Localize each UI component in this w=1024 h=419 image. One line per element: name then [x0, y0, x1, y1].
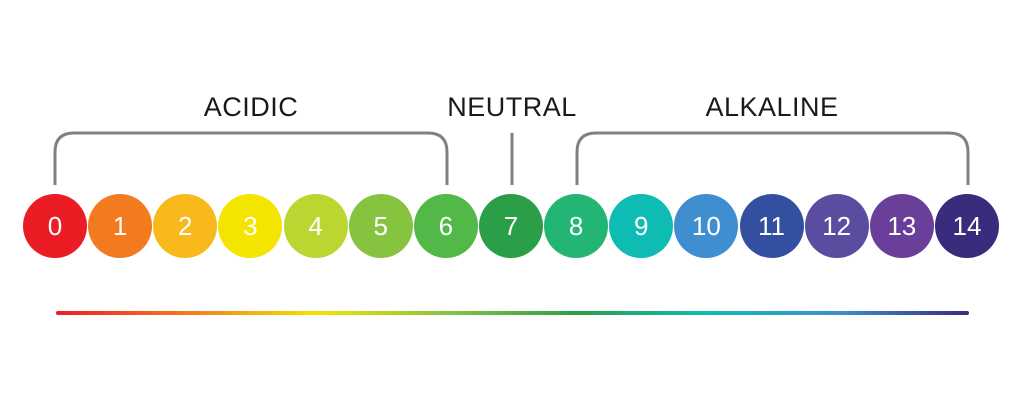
alkaline-label: ALKALINE — [705, 92, 839, 122]
acidic-bracket — [53, 131, 449, 185]
ph-circle-11: 11 — [739, 194, 804, 258]
ph-circle-12: 12 — [804, 194, 869, 258]
spectrum-bar — [56, 311, 969, 315]
ph-circle-13: 13 — [869, 194, 934, 258]
ph-circle-7: 7 — [478, 194, 543, 258]
ph-circle-10: 10 — [674, 194, 739, 258]
alkaline-bracket — [575, 131, 970, 185]
ph-circle-0: 0 — [23, 194, 87, 258]
ph-circle-8: 8 — [544, 194, 609, 258]
ph-circle-9: 9 — [609, 194, 674, 258]
ph-circle-14: 14 — [934, 194, 999, 258]
ph-circle-5: 5 — [348, 194, 413, 258]
neutral-label: NEUTRAL — [447, 92, 577, 122]
ph-circle-1: 1 — [88, 194, 153, 258]
ph-circle-4: 4 — [283, 194, 348, 258]
acidic-label: ACIDIC — [203, 92, 299, 122]
ph-circle-2: 2 — [153, 194, 218, 258]
ph-circle-3: 3 — [218, 194, 283, 258]
ph-circle-6: 6 — [413, 194, 478, 258]
